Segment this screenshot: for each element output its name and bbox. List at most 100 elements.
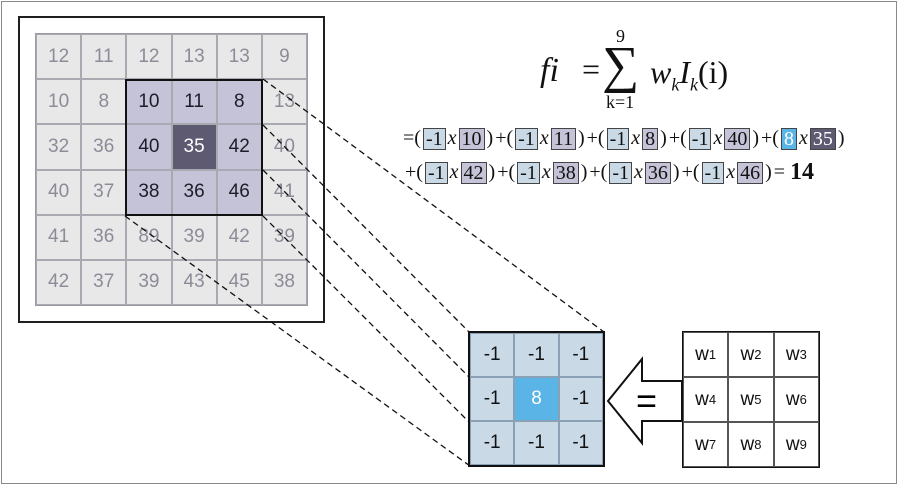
pixel-cell: 41 [261, 169, 307, 215]
pixel-cell: 39 [171, 214, 217, 260]
formula-equals: = [582, 51, 601, 87]
pixel-value-box: 46 [737, 161, 764, 184]
weight-subscript: k [671, 74, 680, 95]
pixel-cell: 45 [216, 259, 262, 305]
term-close: ) [486, 127, 494, 149]
kernel-center-cell: 8 [514, 377, 559, 421]
kernel-weight-box: -1 [688, 127, 712, 150]
kernel-cell: -1 [558, 333, 603, 377]
pixel-cell: 9 [261, 34, 307, 80]
pixel-cell: 41 [36, 214, 82, 260]
multiply-sign: x [541, 161, 551, 183]
term-close: ) [752, 127, 760, 149]
kernel-weight-box: -1 [701, 161, 725, 184]
weight-index: 3 [799, 347, 807, 362]
term-close: ) [672, 161, 680, 183]
pixel-cell: 42 [216, 124, 262, 170]
multiply-sign: x [634, 161, 643, 183]
weight-letter: w [695, 388, 709, 410]
kernel-cell: -1 [558, 421, 603, 465]
kernel-weight-box: -1 [609, 161, 632, 184]
kernel-weight-box: 8 [780, 127, 797, 150]
weight-letter: w [695, 433, 709, 455]
kernel-cell: -1 [470, 333, 515, 377]
multiply-sign: x [798, 127, 808, 149]
weight-index: 4 [708, 392, 717, 407]
weight-index: 9 [799, 437, 807, 452]
sum-upper-limit: 9 [616, 26, 625, 46]
pixel-cell: 11 [81, 34, 127, 80]
pixel-cell: 37 [81, 169, 127, 215]
pixel-cell: 39 [126, 259, 172, 305]
pixel-value-box: 42 [460, 161, 487, 184]
formula-argument: (i) [698, 54, 729, 90]
convolution-formula: fi = 9 ∑ k=1 wkIk(i) [540, 26, 780, 114]
pixel-cell: 32 [36, 124, 82, 170]
weight-letter: w [785, 388, 800, 410]
pixel-cell: 8 [216, 79, 262, 125]
weight-index: 6 [799, 392, 807, 407]
term-open: +( [586, 127, 605, 149]
weight-letter: w [785, 433, 800, 455]
weight-index: 5 [754, 392, 762, 407]
pixel-cell: 40 [261, 124, 307, 170]
term-close: ) [660, 127, 667, 149]
term-open: +( [761, 127, 779, 149]
weight-letter: w [740, 433, 755, 455]
term-open: +( [681, 161, 700, 183]
center-pixel: 35 [171, 124, 217, 170]
multiply-sign: x [539, 127, 549, 149]
pixel-cell: 37 [81, 259, 127, 305]
sigma-symbol: ∑ [602, 37, 640, 94]
kernel-weight-box: -1 [606, 127, 630, 150]
formula-summand: wkIk(i) [650, 54, 728, 95]
kernel-cell: -1 [470, 377, 515, 421]
pixel-value-box: 38 [552, 161, 579, 184]
weight-letter: w [740, 388, 755, 410]
pixel-cell: 8 [81, 79, 127, 125]
pixel-cell: 13 [261, 79, 307, 125]
pixel-cell: 89 [126, 214, 172, 260]
weight-index: 1 [708, 347, 717, 362]
term-open: +( [668, 127, 687, 149]
pixel-cell: 38 [261, 259, 307, 305]
pixel-cell: 12 [36, 34, 82, 80]
pixel-cell: 46 [216, 169, 262, 215]
pixel-cell: 36 [81, 124, 127, 170]
kernel-weight-box: -1 [515, 127, 538, 150]
multiply-sign: x [713, 127, 723, 149]
weight-letter: w [740, 343, 755, 365]
pixel-cell: 13 [216, 34, 262, 80]
kernel-cell: -1 [558, 377, 603, 421]
term-close: ) [580, 161, 588, 183]
kernel-cell: -1 [514, 421, 559, 465]
result-value: 14 [790, 159, 815, 185]
term-close: ) [488, 161, 496, 183]
pixel-cell: 38 [126, 169, 172, 215]
weight-symbol: w [650, 54, 672, 90]
pixel-cell: 36 [81, 214, 127, 260]
pixel-value-box: 8 [642, 127, 659, 150]
kernel-cell: -1 [514, 333, 559, 377]
pixel-value-box: 11 [550, 127, 576, 150]
intensity-symbol: I [679, 54, 690, 90]
pixel-cell: 12 [126, 34, 172, 80]
term-open: +( [495, 127, 514, 149]
term-close: ) [837, 127, 845, 149]
pixel-cell: 36 [171, 169, 217, 215]
multiply-sign: x [447, 127, 457, 149]
weight-letter: w [695, 343, 709, 365]
pixel-cell: 43 [171, 259, 217, 305]
pixel-cell: 40 [36, 169, 82, 215]
